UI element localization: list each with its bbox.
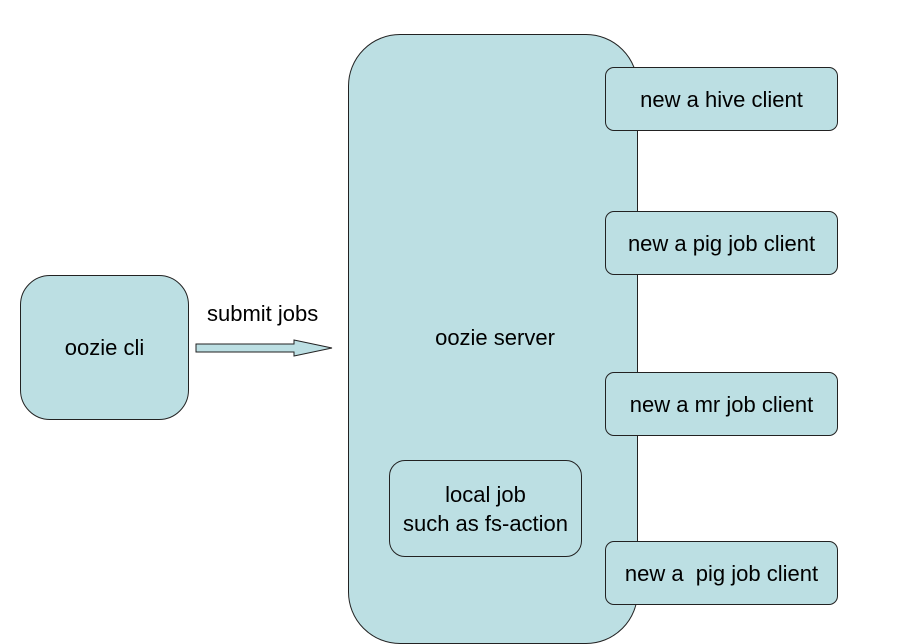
submit-jobs-arrow-icon	[195, 339, 333, 357]
local-job-node: local job such as fs-action	[389, 460, 582, 557]
oozie-cli-label: oozie cli	[64, 335, 145, 360]
mr-job-client-label: new a mr job client	[629, 391, 814, 417]
pig-job-client-label-2: new a pig job client	[624, 560, 819, 586]
pig-job-client-node: new a pig job client	[605, 211, 838, 275]
mr-job-client-node: new a mr job client	[605, 372, 838, 436]
pig-job-client-node-2: new a pig job client	[605, 541, 838, 605]
hive-client-node: new a hive client	[605, 67, 838, 131]
hive-client-label: new a hive client	[640, 86, 803, 112]
oozie-cli-node: oozie cli	[20, 275, 189, 420]
oozie-server-label: oozie server	[435, 325, 555, 350]
local-job-label: local job such as fs-action	[402, 481, 569, 536]
submit-jobs-label: submit jobs	[207, 301, 319, 326]
pig-job-client-label: new a pig job client	[627, 230, 816, 256]
